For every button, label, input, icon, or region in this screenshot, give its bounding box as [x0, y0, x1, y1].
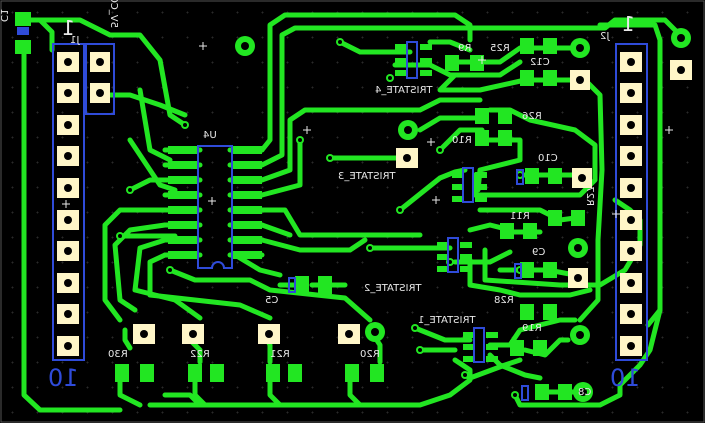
- r9-label: R9: [458, 43, 472, 54]
- r25-label: R25: [490, 43, 510, 54]
- c1-label: C1: [0, 8, 9, 22]
- j1-label: J1: [70, 35, 80, 46]
- tristate2-label: TRISTATE_2: [364, 283, 422, 294]
- r10-label: R10: [452, 135, 472, 146]
- r22-label: R22: [190, 349, 210, 360]
- j2-pin1-marker: 1: [622, 12, 635, 36]
- tristate3-label: TRISTATE_3: [338, 171, 396, 182]
- connector-label: 5V_CONNECTOR: [108, 0, 228, 38]
- r19-label: R19: [522, 323, 542, 334]
- r27-label: R27: [584, 186, 595, 206]
- tristate1-label: TRISTATE_1: [418, 315, 476, 326]
- j1-pin-count: 10: [48, 364, 79, 392]
- tristate4-label: TRISTATE_4: [375, 85, 433, 96]
- r30-label: R30: [108, 349, 128, 360]
- r11-label: R11: [510, 211, 530, 222]
- pads: [15, 12, 692, 402]
- j2-pin-count: 10: [610, 364, 641, 392]
- r20-label: R20: [360, 349, 380, 360]
- c10-label: C10: [538, 153, 558, 164]
- c9-label: C9: [532, 247, 546, 258]
- r21-label: R21: [270, 349, 290, 360]
- reference-marks: [62, 42, 673, 218]
- r28-label: R28: [494, 295, 514, 306]
- j2-label: J2: [600, 31, 610, 42]
- u4-label: U4: [203, 130, 217, 141]
- r26-label: R26: [522, 111, 542, 122]
- c5-label: C5: [265, 295, 279, 306]
- component-outlines: [17, 27, 648, 401]
- c12-label: C12: [530, 57, 550, 68]
- c8-label: C8: [578, 387, 592, 398]
